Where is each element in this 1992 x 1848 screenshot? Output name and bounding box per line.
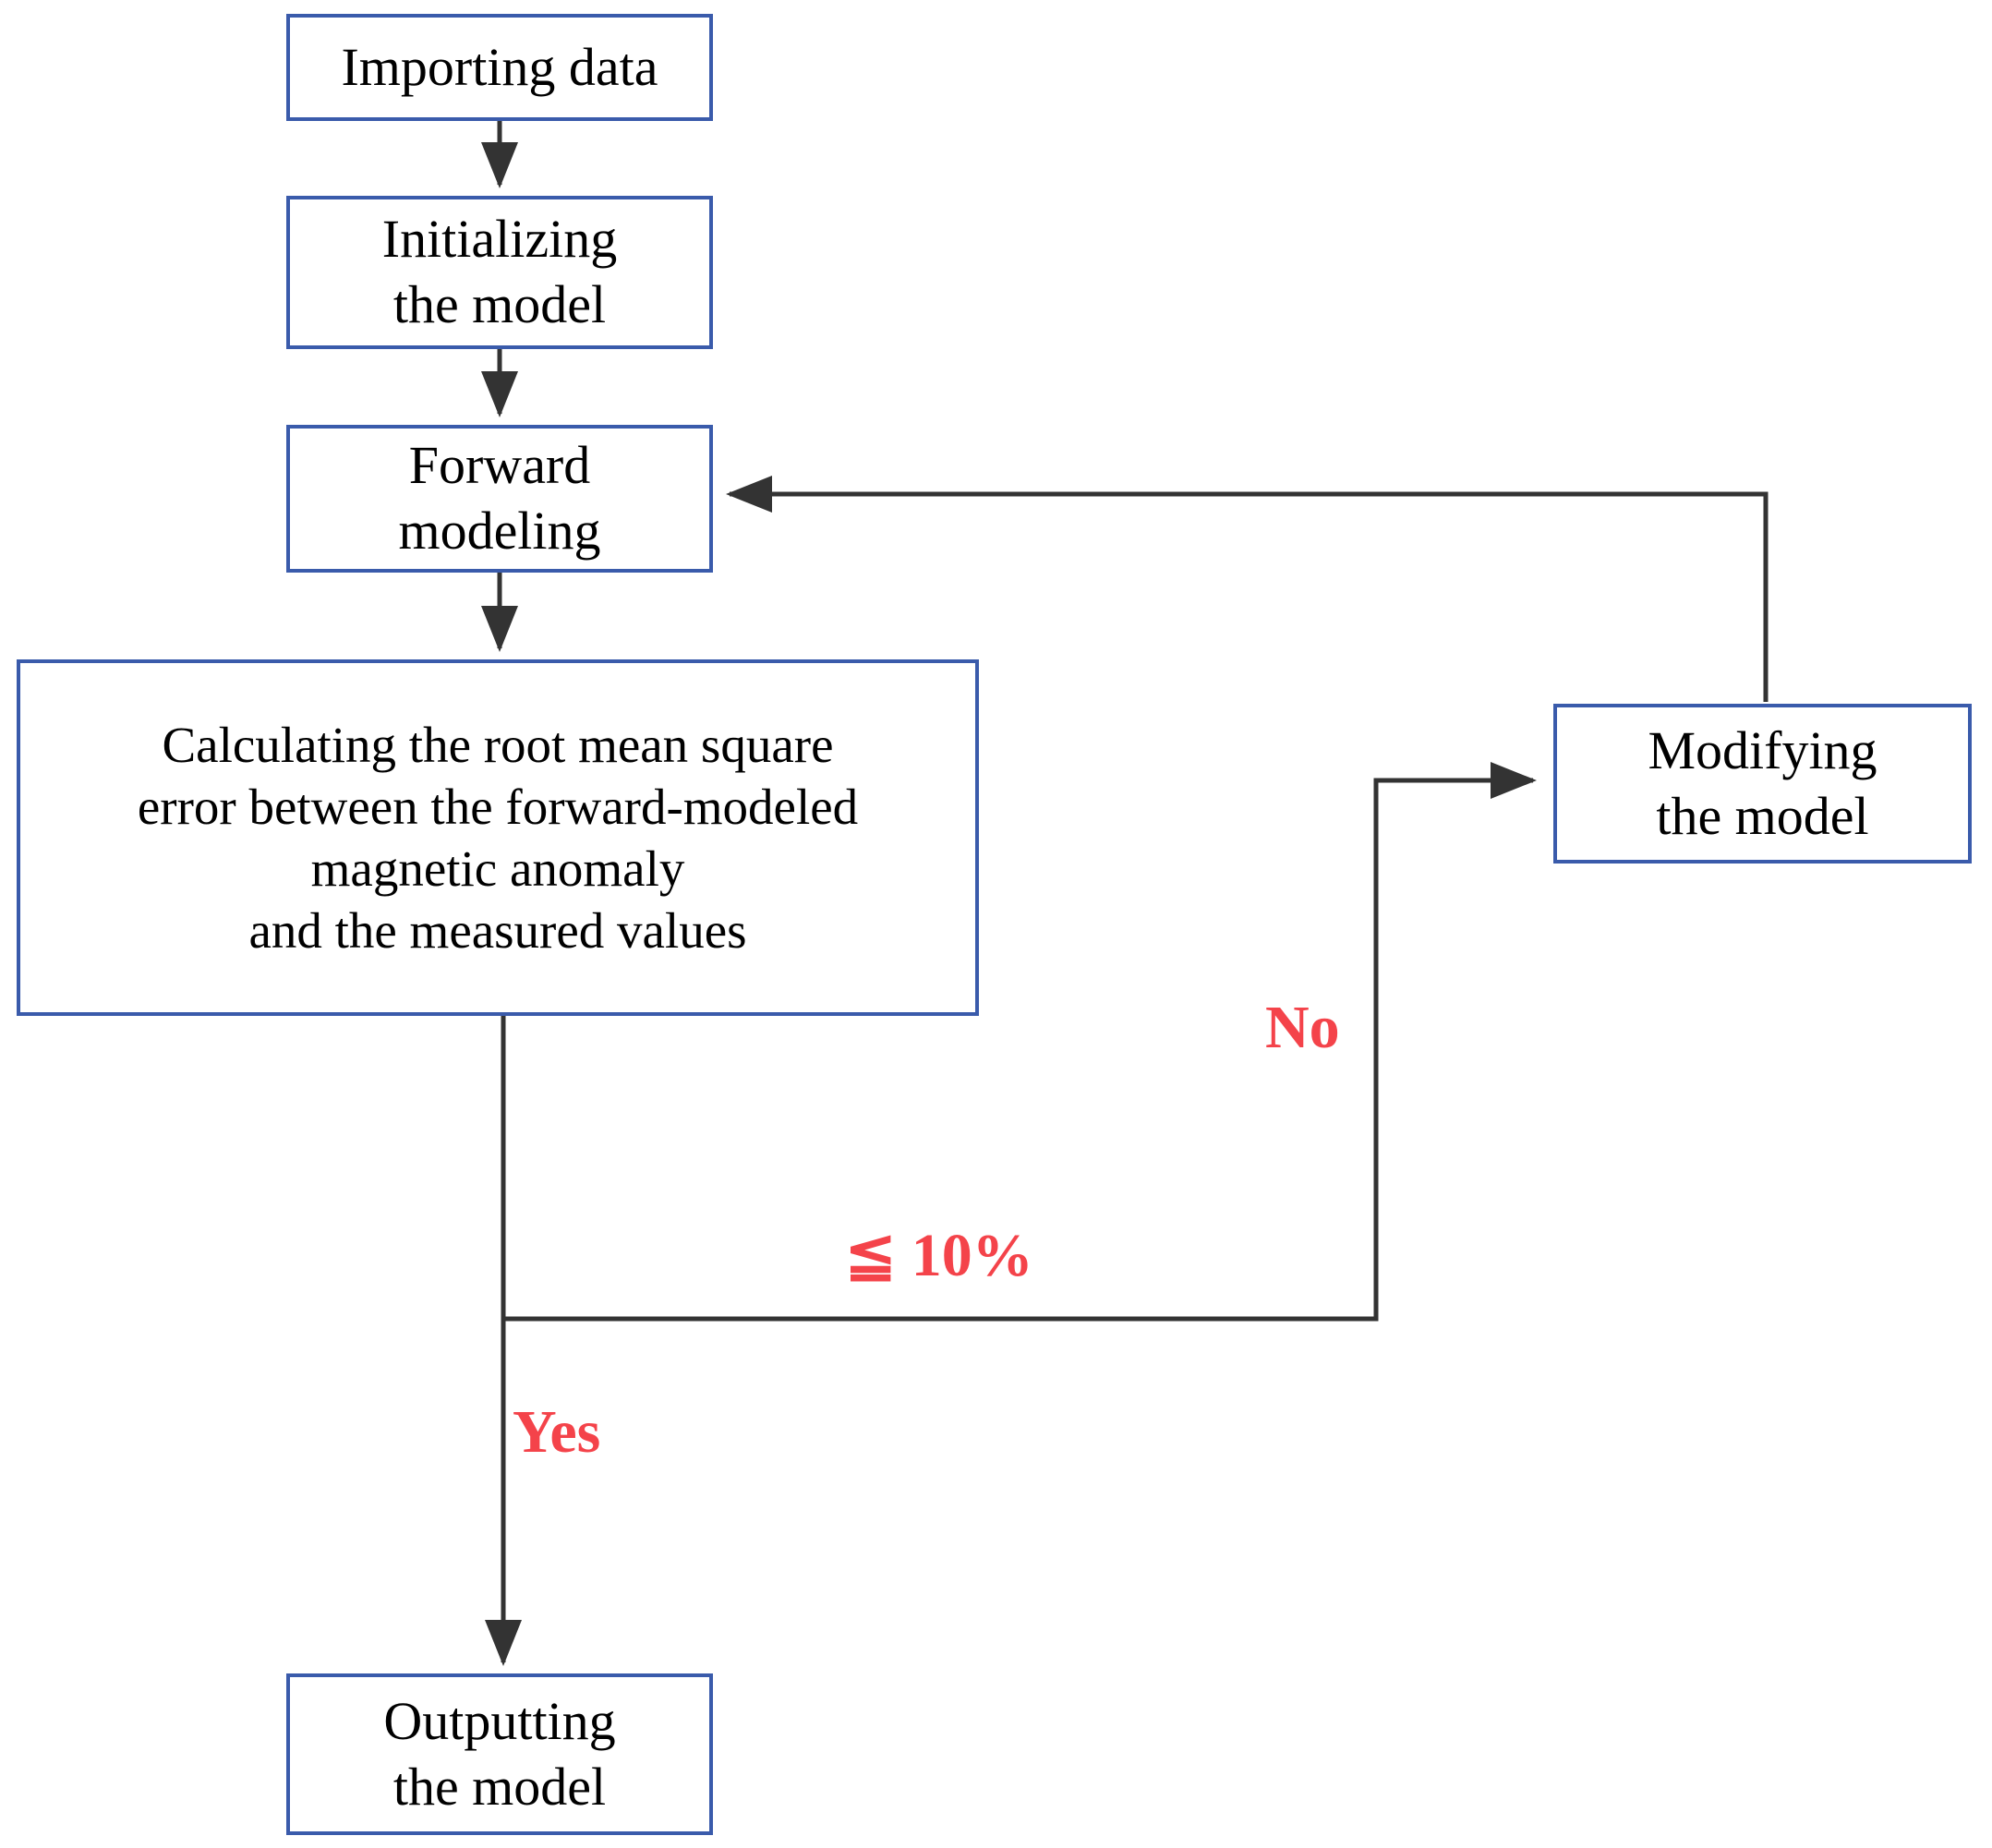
node-forward-modeling-label: Forward modeling: [398, 435, 601, 561]
node-calculating-rms-error-label: Calculating the root mean square error b…: [137, 716, 859, 960]
node-initializing-the-model[interactable]: Initializing the model: [286, 196, 713, 349]
edge-calculating-to-modifying: [503, 762, 1538, 1322]
edge-modifying-to-forward: [725, 476, 1769, 702]
node-modifying-the-model-label: Modifying the model: [1648, 719, 1877, 846]
node-modifying-the-model[interactable]: Modifying the model: [1553, 704, 1972, 864]
node-forward-modeling[interactable]: Forward modeling: [286, 425, 713, 573]
node-initializing-the-model-label: Initializing the model: [381, 209, 618, 334]
node-outputting-the-model-label: Outputting the model: [383, 1690, 616, 1817]
edge-label-no: No: [1265, 994, 1340, 1061]
edge-label-threshold: ≦ 10%: [845, 1222, 1033, 1289]
edge-label-yes: Yes: [513, 1398, 601, 1466]
node-outputting-the-model[interactable]: Outputting the model: [286, 1673, 713, 1835]
node-calculating-rms-error[interactable]: Calculating the root mean square error b…: [17, 659, 979, 1016]
node-importing-data[interactable]: Importing data: [286, 14, 713, 121]
node-importing-data-label: Importing data: [341, 36, 658, 97]
